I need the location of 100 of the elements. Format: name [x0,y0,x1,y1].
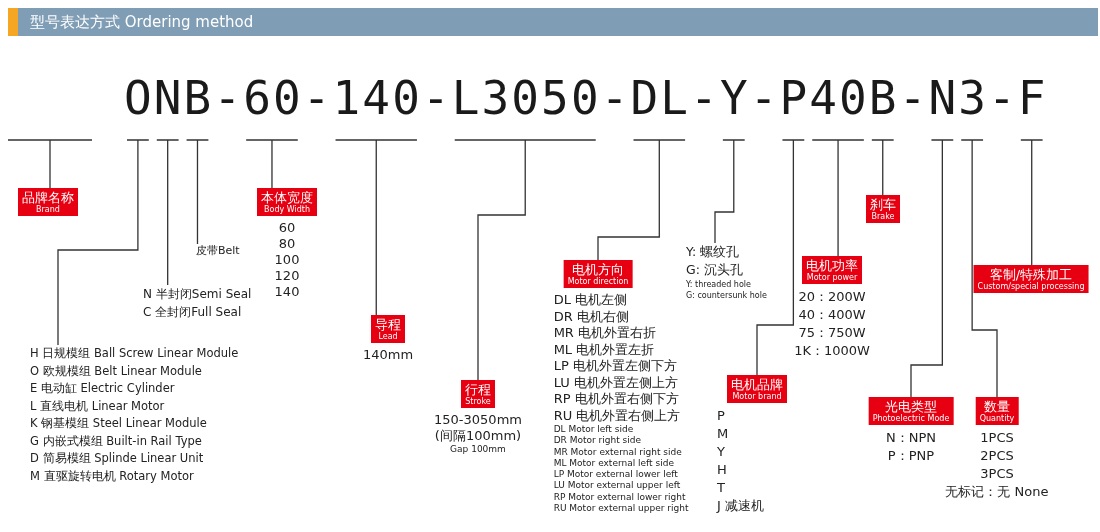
option-text: 无标记：无 None [945,483,1049,501]
leader-line [57,139,150,346]
tag-title: 数量 [983,399,1011,414]
option-text: K 钢基模组 Steel Linear Module [30,415,208,432]
option-text: 140 [274,284,300,300]
option-text: Y [717,443,726,461]
category-tag [866,195,900,223]
option-text: L 直线电机 Linear Motor [30,397,166,415]
model-code: ONB-60-140-L3050-DL-Y-P40B-N3-F [124,70,1048,126]
option-text: C 全封闭Full Seal [143,304,243,321]
tag-title: 电机品牌 [731,377,783,392]
tag-subtitle: Motor brand [731,392,783,402]
tag-subtitle: Motor direction [567,277,629,287]
tag-subtitle: Brake [870,212,896,222]
leader-line [756,139,805,376]
category-tag [973,265,1089,293]
tag-subtitle: Custom/special processing [977,282,1085,292]
leader-line [960,139,998,398]
option-text: P：PNP [886,447,936,465]
option-text: T [717,479,726,497]
option-text: LP 电机外置左侧下方 [553,358,678,375]
leader-line [156,139,180,286]
option-text: G: countersunk hole [686,290,767,301]
tag-subtitle: Quantity [979,414,1015,424]
category-tag [975,397,1019,425]
leader-line [910,139,954,398]
option-text: MR Motor external right side [553,446,683,458]
option-text: 20：200W [797,288,867,306]
option-text: G: 沉头孔 [686,261,744,279]
option-text: M [717,425,730,443]
option-text: E 电动缸 Electric Cylinder [30,380,176,397]
option-text: RU 电机外置右侧上方 [553,407,682,424]
category-tag [563,260,633,288]
leader-line [185,139,210,245]
option-text: D 简易模组 Splinde Linear Unit [30,450,205,467]
category-tag [18,188,78,216]
option-text: Y: 螺纹孔 [686,243,741,261]
option-text: DR 电机右侧 [553,308,630,325]
tag-title: 电机方向 [571,262,625,277]
option-text: 75：750W [797,324,867,342]
option-text: 60 [277,220,297,236]
option-text: 皮带Belt [196,244,240,258]
option-text: 100 [274,252,300,268]
option-text: G 内嵌式模组 Built-in Rail Type [30,432,203,450]
leader-line [811,139,865,257]
section-title: 型号表达方式 Ordering method [30,12,254,32]
tag-title: 本体宽度 [261,190,313,205]
option-text: RU Motor external upper right [553,503,689,515]
leader-line [714,139,746,244]
tag-subtitle: Motor power [806,273,858,283]
option-text: N 半封闭Semi Seal [143,286,252,303]
category-tag [727,375,787,403]
option-text: DR Motor right side [553,435,642,447]
option-text: RP 电机外置右侧下方 [553,391,680,408]
tag-subtitle: Lead [377,332,399,342]
option-text: M 直驱旋转电机 Rotary Motor [30,467,195,485]
option-text: 80 [277,236,297,252]
tag-title: 光电类型 [884,399,938,414]
option-text: DL Motor left side [553,424,635,436]
option-text: P [717,407,726,425]
category-tag [802,256,862,284]
option-text: 1PCS [979,429,1015,447]
option-text: O 欧规模组 Belt Linear Module [30,362,203,380]
tag-subtitle: Photoelectric Mode [872,414,950,424]
option-text: Y: threaded hole [686,279,752,290]
option-text: 120 [274,268,300,284]
category-tag [257,188,317,216]
option-text: 1K：1000W [794,342,870,360]
option-text: 150-3050mm [434,412,522,428]
option-text: LU 电机外置左侧上方 [553,374,679,391]
option-text: LP Motor external lower left [553,469,679,481]
tag-title: 客制/特殊加工 [988,267,1074,282]
option-text: (间隔100mm) [434,428,522,444]
option-text: 140mm [362,347,414,363]
option-text: RP Motor external lower right [553,491,687,504]
option-text: MR 电机外置右折 [553,325,658,342]
leader-line [597,139,686,261]
tag-subtitle: Stroke [465,397,491,407]
tag-title: 行程 [465,382,491,397]
option-text: H [717,461,728,479]
leader-line [245,139,299,189]
leader-line [1020,139,1044,266]
option-text: J 减速机 [717,497,764,515]
option-text: N：NPN [886,429,936,447]
category-tag [461,380,495,408]
tag-title: 刹车 [870,197,896,212]
option-text: H 日规模组 Ball Screw Linear Module [30,345,239,362]
tag-subtitle: Brand [35,205,61,215]
tag-title: 品牌名称 [22,190,74,205]
leader-line [7,139,93,189]
category-tag [868,397,954,425]
leader-line [871,139,895,196]
option-text: 2PCS [979,447,1015,465]
category-tag [371,315,405,343]
tag-title: 电机功率 [806,258,858,273]
option-text: Gap 100mm [449,444,507,455]
option-text: ML Motor external left side [553,457,675,470]
tag-subtitle: Body Width [263,205,311,215]
leader-line [334,139,418,316]
option-text: LU Motor external upper left [553,480,682,492]
